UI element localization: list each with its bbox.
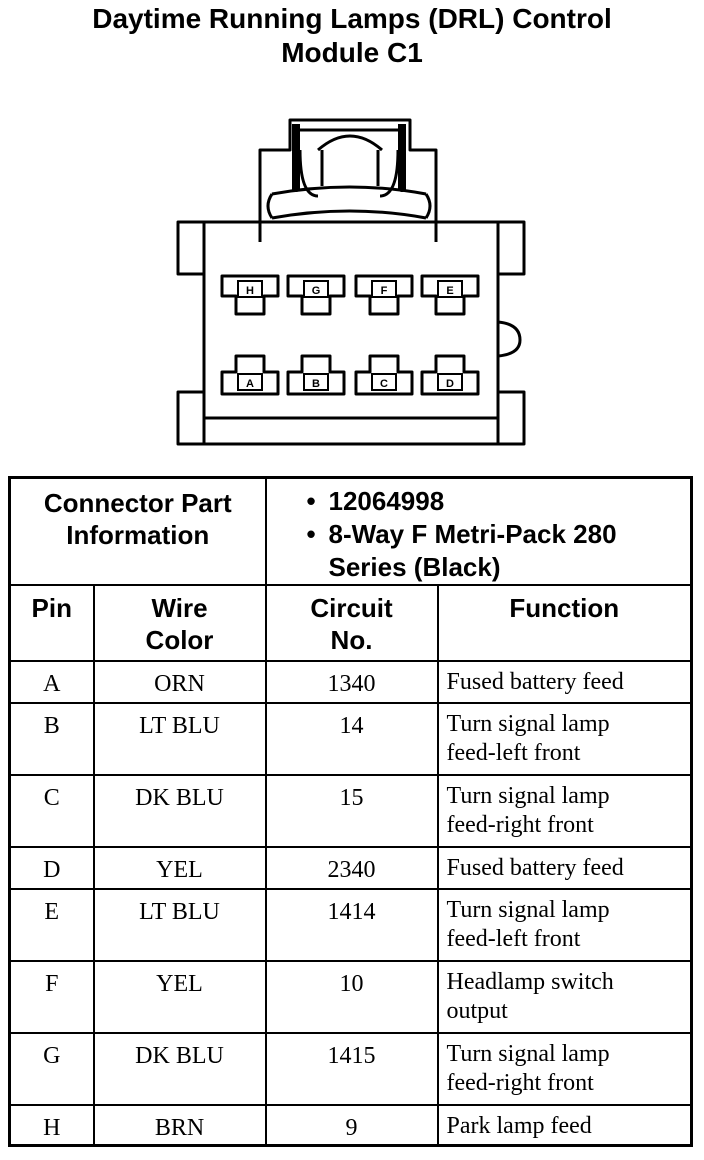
circuit-cell: 1415 bbox=[264, 1032, 439, 1106]
function-line-1: Fused battery feed bbox=[446, 669, 624, 695]
function-cell: Fused battery feed bbox=[436, 660, 693, 704]
cavity-b bbox=[286, 354, 346, 396]
function-line-1: Turn signal lamp bbox=[446, 711, 610, 737]
connector-table: Connector Part Information 12064998 8-Wa… bbox=[8, 476, 694, 1147]
wire-color-cell: LT BLU bbox=[92, 702, 267, 776]
circuit-cell: 14 bbox=[264, 702, 439, 776]
pin-label-h: H bbox=[246, 285, 254, 297]
table-row: H BRN 9 Park lamp feed bbox=[8, 1104, 693, 1146]
connector-diagram: H G F E A B C D bbox=[176, 118, 526, 446]
table-row: F YEL 10 Headlamp switch output bbox=[8, 960, 693, 1034]
cavity-g bbox=[286, 274, 346, 316]
pin-cell: E bbox=[8, 888, 95, 962]
col-header-circuit: Circuit No. bbox=[264, 584, 439, 662]
function-line-1: Turn signal lamp bbox=[446, 1041, 610, 1067]
col-header-circuit-line-1: Circuit bbox=[310, 593, 393, 623]
cavity-e bbox=[420, 274, 480, 316]
function-line-1: Turn signal lamp bbox=[446, 783, 610, 809]
col-header-pin: Pin bbox=[8, 584, 95, 662]
pin-cell: A bbox=[8, 660, 95, 704]
circuit-cell: 1340 bbox=[264, 660, 439, 704]
circuit-cell: 15 bbox=[264, 774, 439, 848]
function-cell: Park lamp feed bbox=[436, 1104, 693, 1146]
table-row: E LT BLU 1414 Turn signal lamp feed-left… bbox=[8, 888, 693, 962]
function-line-2: output bbox=[446, 998, 508, 1024]
pin-label-f: F bbox=[381, 285, 388, 297]
function-cell: Turn signal lamp feed-left front bbox=[436, 888, 693, 962]
col-header-function: Function bbox=[436, 584, 693, 662]
wire-color-cell: BRN bbox=[92, 1104, 267, 1146]
part-description-line-1: 8-Way F Metri-Pack 280 bbox=[328, 519, 617, 549]
function-line-2: feed-left front bbox=[446, 926, 581, 952]
pin-cell: F bbox=[8, 960, 95, 1034]
part-number: 12064998 bbox=[307, 485, 690, 518]
title-line-1: Daytime Running Lamps (DRL) Control bbox=[92, 3, 612, 34]
function-cell: Fused battery feed bbox=[436, 846, 693, 890]
wire-color-cell: DK BLU bbox=[92, 774, 267, 848]
function-line-2: feed-right front bbox=[446, 1070, 594, 1096]
column-header-row: Pin Wire Color Circuit No. Function bbox=[8, 584, 693, 662]
circuit-cell: 1414 bbox=[264, 888, 439, 962]
function-cell: Turn signal lamp feed-right front bbox=[436, 1032, 693, 1106]
table-row: D YEL 2340 Fused battery feed bbox=[8, 846, 693, 890]
function-line-1: Headlamp switch bbox=[446, 969, 614, 995]
function-cell: Turn signal lamp feed-left front bbox=[436, 702, 693, 776]
wire-color-cell: LT BLU bbox=[92, 888, 267, 962]
pin-label-b: B bbox=[312, 378, 320, 390]
table-row: A ORN 1340 Fused battery feed bbox=[8, 660, 693, 704]
title-line-2: Module C1 bbox=[281, 37, 423, 68]
pin-label-a: A bbox=[246, 378, 254, 390]
table-row: B LT BLU 14 Turn signal lamp feed-left f… bbox=[8, 702, 693, 776]
function-cell: Headlamp switch output bbox=[436, 960, 693, 1034]
circuit-cell: 9 bbox=[264, 1104, 439, 1146]
part-description-line-2: Series (Black) bbox=[328, 552, 501, 582]
part-info-row: Connector Part Information 12064998 8-Wa… bbox=[8, 476, 693, 586]
part-info-label-line-1: Connector Part bbox=[43, 488, 232, 518]
function-line-1: Park lamp feed bbox=[446, 1113, 592, 1139]
pin-label-c: C bbox=[380, 378, 388, 390]
function-line-2: feed-right front bbox=[446, 812, 594, 838]
wire-color-cell: YEL bbox=[92, 846, 267, 890]
table-row: G DK BLU 1415 Turn signal lamp feed-righ… bbox=[8, 1032, 693, 1106]
pin-cell: D bbox=[8, 846, 95, 890]
pin-cell: C bbox=[8, 774, 95, 848]
function-line-2: feed-left front bbox=[446, 740, 581, 766]
part-info-details: 12064998 8-Way F Metri-Pack 280 Series (… bbox=[264, 476, 693, 586]
lock-shading bbox=[292, 124, 406, 190]
pin-cell: H bbox=[8, 1104, 95, 1146]
col-header-wire-color: Wire Color bbox=[92, 584, 267, 662]
part-info-label: Connector Part Information bbox=[8, 476, 267, 586]
connector-body bbox=[176, 118, 526, 446]
part-description: 8-Way F Metri-Pack 280 Series (Black) bbox=[307, 518, 690, 583]
part-info-label-line-2: Information bbox=[66, 520, 210, 550]
cavity-c bbox=[354, 354, 414, 396]
page-title: Daytime Running Lamps (DRL) Control Modu… bbox=[0, 2, 704, 70]
wire-color-cell: YEL bbox=[92, 960, 267, 1034]
col-header-circuit-line-2: No. bbox=[330, 625, 373, 655]
pin-label-e: E bbox=[446, 285, 453, 297]
cavity-a bbox=[220, 354, 280, 396]
wire-color-cell: ORN bbox=[92, 660, 267, 704]
pin-cell: B bbox=[8, 702, 95, 776]
col-header-pin-text: Pin bbox=[31, 593, 72, 623]
cavity-f bbox=[354, 274, 414, 316]
wire-color-cell: DK BLU bbox=[92, 1032, 267, 1106]
col-header-wire-color-line-2: Color bbox=[145, 625, 214, 655]
function-line-1: Fused battery feed bbox=[446, 855, 624, 881]
table-row: C DK BLU 15 Turn signal lamp feed-right … bbox=[8, 774, 693, 848]
cavity-d bbox=[420, 354, 480, 396]
circuit-cell: 2340 bbox=[264, 846, 439, 890]
pin-cell: G bbox=[8, 1032, 95, 1106]
col-header-function-text: Function bbox=[509, 593, 620, 623]
pin-label-d: D bbox=[446, 378, 454, 390]
pin-label-g: G bbox=[312, 285, 321, 297]
cavity-h bbox=[220, 274, 280, 316]
circuit-cell: 10 bbox=[264, 960, 439, 1034]
function-cell: Turn signal lamp feed-right front bbox=[436, 774, 693, 848]
function-line-1: Turn signal lamp bbox=[446, 897, 610, 923]
col-header-wire-color-line-1: Wire bbox=[151, 593, 208, 623]
